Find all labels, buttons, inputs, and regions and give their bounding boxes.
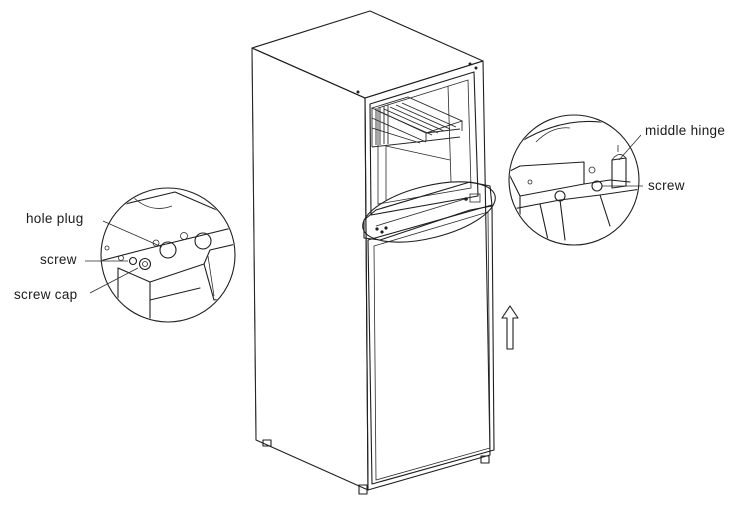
- screw-cap-label: screw cap: [14, 287, 77, 302]
- fridge-side-panel: [251, 47, 369, 491]
- screw-cap-detail: [138, 257, 152, 271]
- up-arrow-icon: [501, 305, 519, 350]
- screw-label-left: screw: [40, 252, 77, 267]
- right-detail-circle: [508, 114, 640, 246]
- middle-hinge-pin: [611, 157, 627, 189]
- hole-plug-small: [194, 232, 212, 250]
- screw-label-right: screw: [648, 178, 685, 193]
- left-detail-circle: [100, 187, 236, 323]
- hinge-area-highlight: [362, 181, 496, 243]
- rear-foot: [480, 455, 490, 464]
- right-detail-magnifier: [508, 114, 640, 246]
- fridge-lower-door: [367, 204, 495, 485]
- freezer-shelf-rack: [370, 96, 464, 148]
- fridge-top-panel: [251, 10, 484, 99]
- middle-hinge-leader: [618, 134, 642, 161]
- screw-detail: [128, 256, 138, 266]
- screw-lower-detail: [554, 190, 566, 202]
- freezer-compartment: [369, 71, 479, 216]
- hole-plug-large: [159, 241, 177, 259]
- refrigerator: [251, 10, 496, 495]
- front-foot: [358, 484, 368, 495]
- hole-plug-leader: [102, 220, 163, 248]
- left-detail-magnifier: [100, 187, 236, 323]
- front-left-foot: [262, 439, 272, 447]
- screw-cap-leader: [89, 267, 139, 294]
- hinge-plate: [510, 161, 585, 197]
- hole-plug-label: hole plug: [26, 211, 84, 226]
- fridge-front-frame: [364, 60, 491, 491]
- middle-hinge-label: middle hinge: [645, 123, 725, 138]
